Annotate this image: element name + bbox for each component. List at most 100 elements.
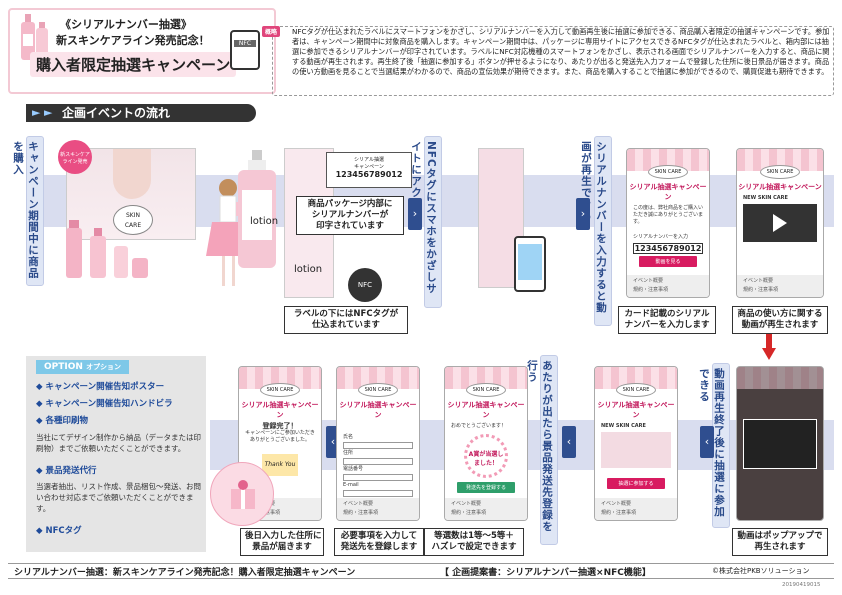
callout-prize-tiers: 等選数は1等～5等＋ ハズレで設定できます (424, 528, 524, 556)
prize-gift-image (210, 462, 274, 526)
phone-address-form: SKIN CARE シリアル抽選キャンペーン 氏名 住所 電話番号 E-mail… (336, 366, 420, 521)
callout-enter-serial: カード記載のシリアル ナンバーを入力します (618, 306, 716, 334)
option-item-3-label: 各種印刷物 (45, 416, 89, 426)
phone-serial-input-field[interactable]: 123456789012 (633, 243, 703, 254)
option-item-2-label: キャンペーン開催告知ハンドビラ (45, 399, 173, 409)
option-item-5: ◆ NFCタグ (36, 526, 82, 536)
next-button-2[interactable]: › (576, 198, 590, 230)
register-address-button[interactable]: 発送先を登録する (457, 482, 515, 493)
phone-header (239, 367, 321, 389)
prev-button-2[interactable]: ‹ (562, 426, 576, 458)
phone-title: シリアル抽選キャンペーン (241, 401, 319, 419)
phone-header (627, 149, 709, 171)
option-desc-2: 当選者抽出、リスト作成、景品梱包～発送、お問い合わせ対応までご依頼いただくことが… (36, 482, 201, 513)
popup-video[interactable] (743, 419, 817, 469)
summary-text: NFCタグが仕込まれたラベルにスマートフォンをかざし、シリアルナンバーを入力して… (292, 27, 830, 76)
step-label-2: NFCタグにスマホをかざしサイトにアクセス (410, 136, 442, 308)
phone-title: シリアル抽選キャンペーン (629, 183, 707, 201)
callout-popup: 動画はポップアップで 再生されます (732, 528, 828, 556)
phone-footer: イベント概要規約・注意事項 (337, 498, 419, 520)
option-tag-sub: オプション (86, 363, 122, 371)
phone-join-lottery: SKIN CARE シリアル抽選キャンペーン NEW SKIN CARE 抽選に… (594, 366, 678, 521)
form-address-input[interactable] (343, 458, 413, 465)
phone-serial-label: シリアルナンバーを入力 (633, 234, 688, 240)
lottery-video-thumb (601, 432, 671, 468)
thanks-text: キャンペーンにご参加いただきありがとうございました。 (245, 430, 315, 443)
option-item-4-label: 景品発送代行 (45, 466, 97, 476)
flow-arrow-down (762, 330, 776, 360)
option-item-1-label: キャンペーン開催告知ポスター (45, 382, 165, 392)
phone-event-link[interactable]: イベント概要 (601, 501, 632, 507)
serial-card-number: 123456789012 (335, 170, 403, 179)
form-name-input[interactable] (343, 442, 413, 449)
phone-terms-link[interactable]: 規約・注意事項 (743, 287, 779, 293)
phone-logo: SKIN CARE (760, 165, 800, 179)
option-tag-label: OPTION (44, 362, 83, 372)
lottery-text: おめでとうございます！ (451, 423, 507, 429)
option-item-3: ◆ 各種印刷物 (36, 416, 89, 426)
phone-logo: SKIN CARE (648, 165, 688, 179)
option-item-5-label: NFCタグ (45, 526, 82, 536)
phone-terms-link[interactable]: 規約・注意事項 (601, 510, 637, 516)
join-lottery-button[interactable]: 抽選に参加する (607, 478, 665, 489)
play-video-button[interactable]: 動画を見る (639, 256, 697, 267)
callout-register-address: 必要事項を入力して 発送先を登録します (334, 528, 424, 556)
phone-title: シリアル抽選キャンペーン (597, 401, 675, 419)
form-tel-input[interactable] (343, 474, 413, 481)
video-player[interactable] (743, 204, 817, 242)
play-icon[interactable] (773, 214, 787, 232)
lotion-bottle (234, 150, 280, 270)
phone-lottery-result: SKIN CARE シリアル抽選キャンペーン おめでとうございます！ A賞が当選… (444, 366, 528, 521)
phone-title: シリアル抽選キャンペーン (738, 183, 822, 191)
phone-nfc-icon: NFC (230, 30, 260, 70)
phone-logo: SKIN CARE (260, 383, 300, 397)
option-item-2: ◆ キャンペーン開催告知ハンドビラ (36, 399, 173, 409)
phone-header (337, 367, 419, 389)
prev-button-1[interactable]: ‹ (700, 426, 714, 458)
summary-frame (272, 26, 834, 96)
phone-event-link[interactable]: イベント概要 (451, 501, 482, 507)
thanks-title: 登録完了！ (262, 422, 298, 430)
ad-model-face (113, 149, 151, 199)
phone-serial-input: SKIN CARE シリアル抽選キャンペーン この度は、弊社商品をご購入いただき… (626, 148, 710, 298)
form-name-label: 氏名 (343, 434, 354, 440)
phone-event-link[interactable]: イベント概要 (633, 278, 664, 284)
footer-bar (8, 563, 834, 579)
step-label-1: キャンペーン期間中に商品を購入 (12, 136, 44, 286)
phone-terms-link[interactable]: 規約・注意事項 (451, 510, 487, 516)
bottle-icon (18, 14, 38, 62)
header-title: 購入者限定抽選キャンペーン (30, 52, 237, 77)
header-line1: 《シリアルナンバー抽選》 (60, 18, 192, 31)
form-tel-label: 電話番号 (343, 466, 364, 472)
phone-header (737, 149, 823, 171)
phone-terms-link[interactable]: 規約・注意事項 (343, 510, 379, 516)
nfc-circle: NFC (348, 268, 382, 302)
footer-title: シリアルナンバー抽選：新スキンケアライン発売記念！購入者限定抽選キャンペーン (14, 568, 356, 578)
phone-terms-link[interactable]: 規約・注意事項 (633, 287, 669, 293)
step-text-5: あたりが出たら景品発送先登録を行う (526, 360, 553, 533)
option-desc-1: 当社にてデザイン制作から納品（データまたは印刷物）までご依頼いただくことができま… (36, 433, 201, 453)
serial-card-label: シリアル抽選 キャンペーン (354, 157, 384, 170)
phone-intro-text: この度は、弊社商品をご購入いただき誠にありがとうございます。 (633, 205, 704, 225)
footer-copyright: ©株式会社PKBソリューション (712, 567, 810, 575)
callout-prize-delivered: 後日入力した住所に 景品が届きます (240, 528, 324, 556)
phone-title: シリアル抽選キャンペーン (447, 401, 525, 419)
step-label-4: 動画再生終了後に抽選に参加できる (698, 363, 730, 528)
phone-popup-video (736, 366, 824, 521)
ad-tag-circle: 新スキンケアライン発売 (58, 140, 92, 174)
option-box (26, 356, 206, 552)
form-mail-input[interactable] (343, 490, 413, 497)
phone-video: SKIN CARE シリアル抽選キャンペーン NEW SKIN CARE イベン… (736, 148, 824, 298)
next-button-1[interactable]: › (408, 198, 422, 230)
phone-logo: SKIN CARE (358, 383, 398, 397)
phone-event-link[interactable]: イベント概要 (743, 278, 774, 284)
prize-wreath: A賞が当選しました！ (464, 434, 508, 478)
phone-footer: イベント概要規約・注意事項 (737, 275, 823, 297)
phone-logo: SKIN CARE (616, 383, 656, 397)
section-title: 企画イベントの流れ (62, 106, 171, 120)
phone-event-link[interactable]: イベント概要 (343, 501, 374, 507)
step-text-4: 動画再生終了後に抽選に参加できる (698, 368, 725, 518)
phone-header (595, 367, 677, 389)
option-tag: OPTION オプション (36, 360, 130, 374)
footer-proposal: 【 企画提案書：シリアルナンバー抽選×NFC機能】 (440, 568, 651, 578)
